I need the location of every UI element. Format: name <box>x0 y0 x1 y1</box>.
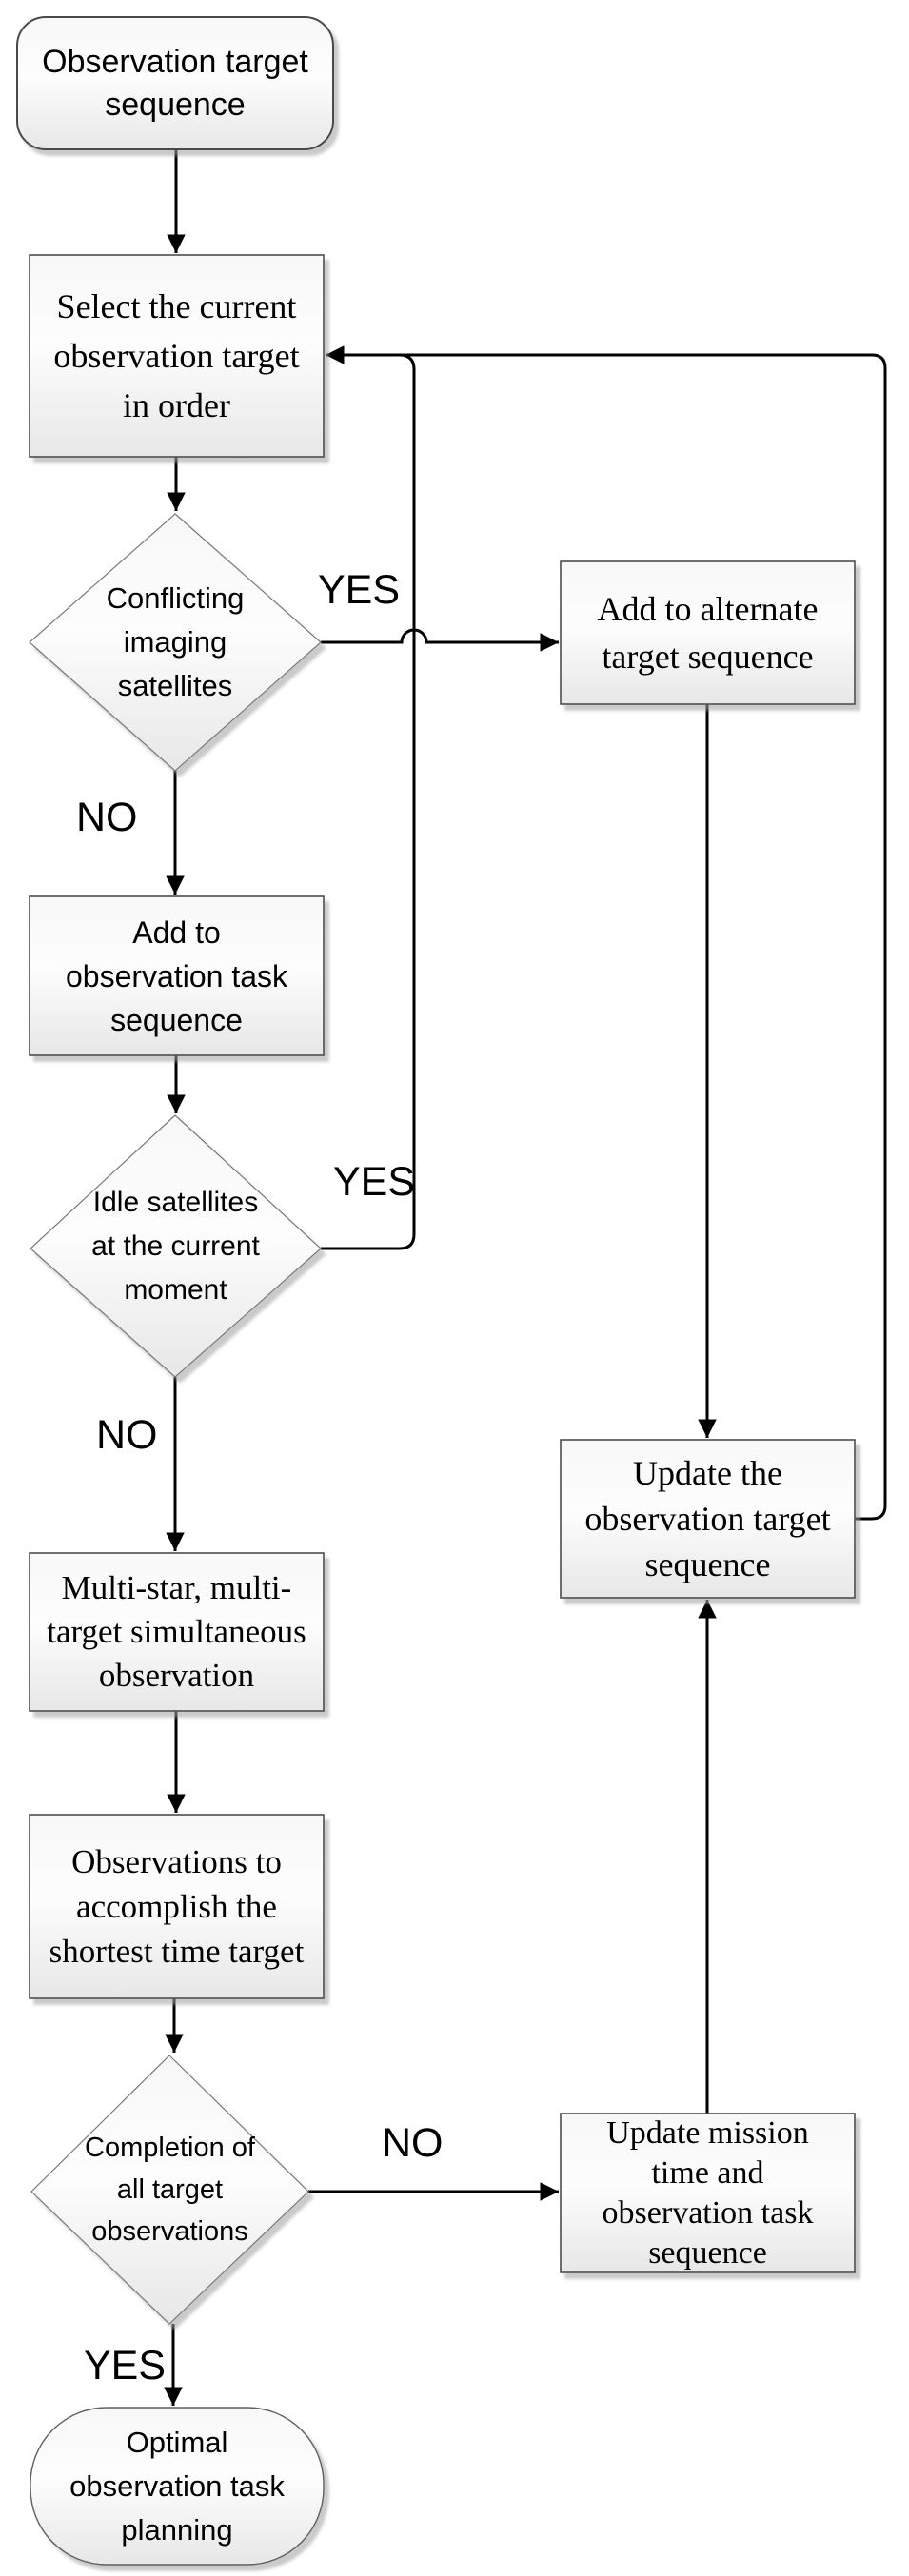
edge-label-idle-no: NO <box>96 1412 158 1458</box>
edge-label-conflict-yes: YES <box>318 567 401 613</box>
node-select-line: observation target <box>53 337 300 375</box>
completion-decision-shape <box>30 2055 309 2325</box>
multistar-process-shape <box>29 1552 325 1712</box>
node-conflict-line: Conflicting <box>106 581 245 615</box>
node-conflict-line: imaging <box>123 625 227 659</box>
node-alternate-line: Add to alternate <box>597 590 819 628</box>
node-conflict: Conflicting imaging satellites <box>30 514 321 771</box>
conflict-decision-shape <box>29 513 322 772</box>
node-end-line: Optimal <box>126 2425 228 2459</box>
update-mission-process-shape <box>560 2113 856 2273</box>
edges <box>164 149 887 2406</box>
node-update-target-line: sequence <box>644 1545 771 1583</box>
edge-label-completion-yes: YES <box>84 2343 167 2389</box>
node-update-mission-line: sequence <box>648 2234 767 2271</box>
alternate-process-shape <box>560 560 856 705</box>
node-start-line: sequence <box>105 86 246 123</box>
node-alternate: Add to alternate target sequence <box>561 561 855 704</box>
node-shapes <box>16 16 856 2566</box>
shortest-process-shape <box>29 1814 325 1999</box>
node-update-target: Update the observation target sequence <box>561 1440 855 1598</box>
node-select: Select the current observation target in… <box>30 255 324 457</box>
node-multistar-line: Multi-star, multi- <box>61 1569 292 1606</box>
node-update-mission: Update mission time and observation task… <box>561 2114 855 2272</box>
edge-label-completion-no: NO <box>382 2120 444 2166</box>
node-update-mission-line: Update mission <box>606 2114 809 2151</box>
node-select-line: in order <box>123 386 230 424</box>
node-idle-line: Idle satellites <box>92 1186 259 1218</box>
node-completion-line: all target <box>116 2174 224 2205</box>
node-update-mission-line: observation task <box>602 2194 814 2231</box>
node-end-line: observation task <box>69 2468 285 2503</box>
node-multistar: Multi-star, multi- target simultaneous o… <box>30 1553 324 1711</box>
start-terminator-shape <box>16 16 334 150</box>
node-addtask-line: observation task <box>65 958 287 993</box>
node-completion: Completion of all target observations <box>31 2055 308 2324</box>
node-select-line: Select the current <box>56 287 297 325</box>
node-alternate-line: target sequence <box>602 638 814 676</box>
node-end-line: planning <box>121 2512 233 2547</box>
edge-conflict-yes-to-alternate <box>321 628 559 652</box>
end-terminator-shape <box>30 2407 325 2566</box>
node-conflict-line: satellites <box>117 669 233 702</box>
node-multistar-line: target simultaneous <box>47 1613 306 1650</box>
select-process-shape <box>29 254 325 458</box>
idle-decision-shape <box>30 1114 322 1378</box>
node-addtask-line: sequence <box>110 1002 243 1037</box>
node-multistar-line: observation <box>98 1657 255 1694</box>
node-completion-line: Completion of <box>85 2133 255 2163</box>
edge-label-conflict-no: NO <box>76 795 138 840</box>
edge-idle-yes-loop <box>321 353 416 1250</box>
node-start: Observation target sequence <box>17 17 333 149</box>
node-idle: Idle satellites at the current moment <box>30 1115 321 1377</box>
update-target-process-shape <box>560 1439 856 1599</box>
node-idle-line: at the current <box>91 1229 260 1262</box>
node-shortest-line: accomplish the <box>76 1888 277 1925</box>
node-shortest: Observations to accomplish the shortest … <box>30 1815 324 1998</box>
node-update-target-line: observation target <box>584 1500 831 1538</box>
node-shortest-line: shortest time target <box>49 1933 305 1970</box>
edge-update-target-to-select <box>326 345 887 1521</box>
node-update-target-line: Update the <box>633 1454 782 1492</box>
node-completion-line: observations <box>91 2216 248 2247</box>
node-idle-line: moment <box>124 1273 227 1306</box>
node-update-mission-line: time and <box>651 2154 764 2191</box>
node-addtask: Add to observation task sequence <box>30 896 324 1055</box>
node-addtask-line: Add to <box>132 914 221 950</box>
node-shortest-line: Observations to <box>71 1843 282 1880</box>
edge-label-idle-yes: YES <box>333 1159 416 1205</box>
node-end: Optimal observation task planning <box>30 2408 324 2565</box>
node-start-line: Observation target <box>42 43 308 80</box>
addtask-process-shape <box>29 895 325 1056</box>
